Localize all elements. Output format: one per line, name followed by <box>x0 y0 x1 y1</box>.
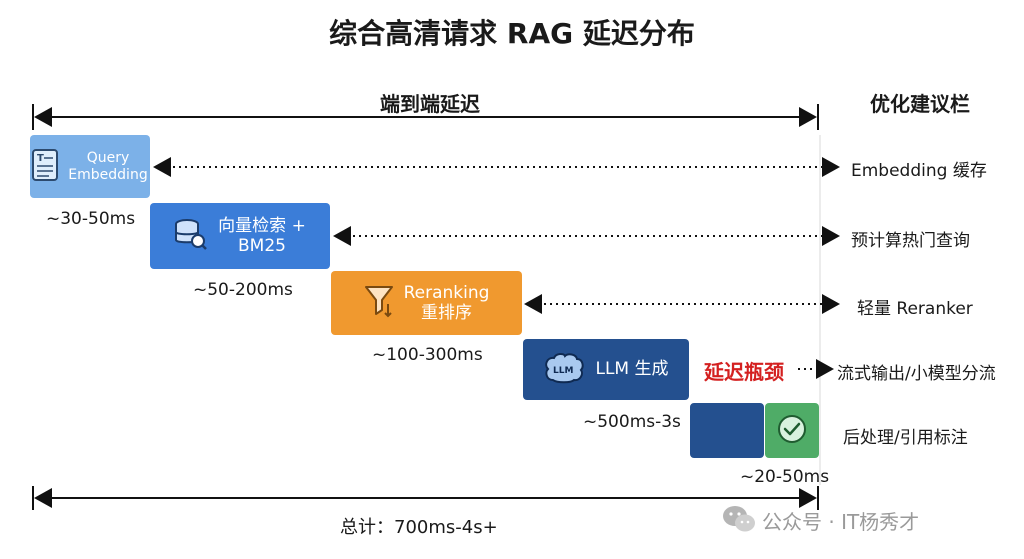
stage-duration: ~50-200ms <box>193 280 293 300</box>
stage-query-embedding: T Query Embedding <box>30 135 150 198</box>
tip-post-processing: 后处理/引用标注 <box>843 428 968 448</box>
svg-text:T: T <box>37 153 44 164</box>
stage-reranking: Reranking 重排序 <box>331 271 522 335</box>
svg-text:LLM: LLM <box>553 366 573 376</box>
funnel-icon <box>364 284 394 322</box>
total-latency-label: 总计：700ms-4s+ <box>340 517 498 538</box>
stage-label: LLM 生成 <box>595 359 669 380</box>
tip-embedding-cache: Embedding 缓存 <box>851 161 987 181</box>
checkmark-icon <box>777 414 807 448</box>
document-icon: T <box>32 148 59 185</box>
stage-vector-search: 向量检索 + BM25 <box>150 203 330 269</box>
stage-llm-generation: LLM LLM 生成 <box>523 339 689 400</box>
stage-label: Query Embedding <box>68 149 148 183</box>
stage-duration: ~20-50ms <box>740 467 830 487</box>
tip-light-reranker: 轻量 Reranker <box>857 299 973 319</box>
stage-post-processing-check <box>765 403 819 458</box>
stage-label: 向量检索 + BM25 <box>218 215 306 256</box>
wechat-icon <box>722 505 756 537</box>
brain-icon: LLM <box>543 352 585 388</box>
database-search-icon <box>174 217 208 255</box>
bottleneck-label: 延迟瓶颈 <box>704 360 784 384</box>
stage-duration: ~500ms-3s <box>583 412 681 432</box>
tip-precompute-queries: 预计算热门查询 <box>851 231 970 251</box>
stage-duration: ~100-300ms <box>372 345 483 365</box>
stage-post-processing-bar <box>690 403 764 458</box>
diagram-title: 综合高清请求 RAG 延迟分布 <box>329 17 695 50</box>
watermark: 公众号 · IT杨秀才 <box>762 510 920 534</box>
tips-column-header: 优化建议栏 <box>870 92 970 116</box>
tip-streaming-output: 流式输出/小模型分流 <box>837 364 996 384</box>
stage-duration: ~30-50ms <box>46 209 136 229</box>
stage-label: Reranking 重排序 <box>403 282 490 323</box>
